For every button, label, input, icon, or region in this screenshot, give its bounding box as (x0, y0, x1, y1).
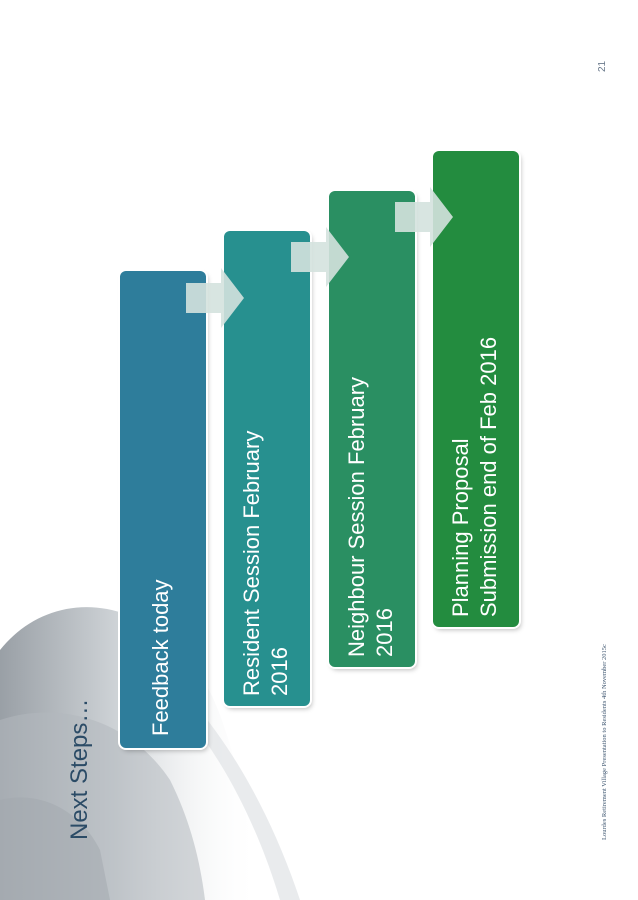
step-line-2: Submission end of Feb 2016 (476, 336, 501, 617)
footer-text: Lourdes Retirement Village Presentation … (601, 644, 608, 840)
step-text: Planning Proposal Submission end of Feb … (447, 337, 503, 617)
step-box-feedback: Feedback today (120, 271, 206, 748)
page-number: 21 (597, 60, 608, 72)
step-box-neighbour-session: Neighbour Session February 2016 (329, 191, 415, 667)
step-line-1: Feedback today (148, 579, 173, 736)
step-line-1: Neighbour Session February (344, 376, 369, 657)
step-box-planning-proposal: Planning Proposal Submission end of Feb … (433, 151, 519, 627)
step-text: Neighbour Session February 2016 (343, 377, 399, 657)
step-line-1: Resident Session February (239, 430, 264, 696)
step-text: Feedback today (147, 579, 175, 736)
step-text: Resident Session February 2016 (238, 431, 294, 696)
step-line-2: 2016 (267, 647, 292, 696)
step-line-2: 2016 (372, 608, 397, 657)
slide-title: Next Steps… (66, 698, 93, 840)
step-line-1: Planning Proposal (448, 438, 473, 617)
step-box-resident-session: Resident Session February 2016 (224, 231, 310, 706)
